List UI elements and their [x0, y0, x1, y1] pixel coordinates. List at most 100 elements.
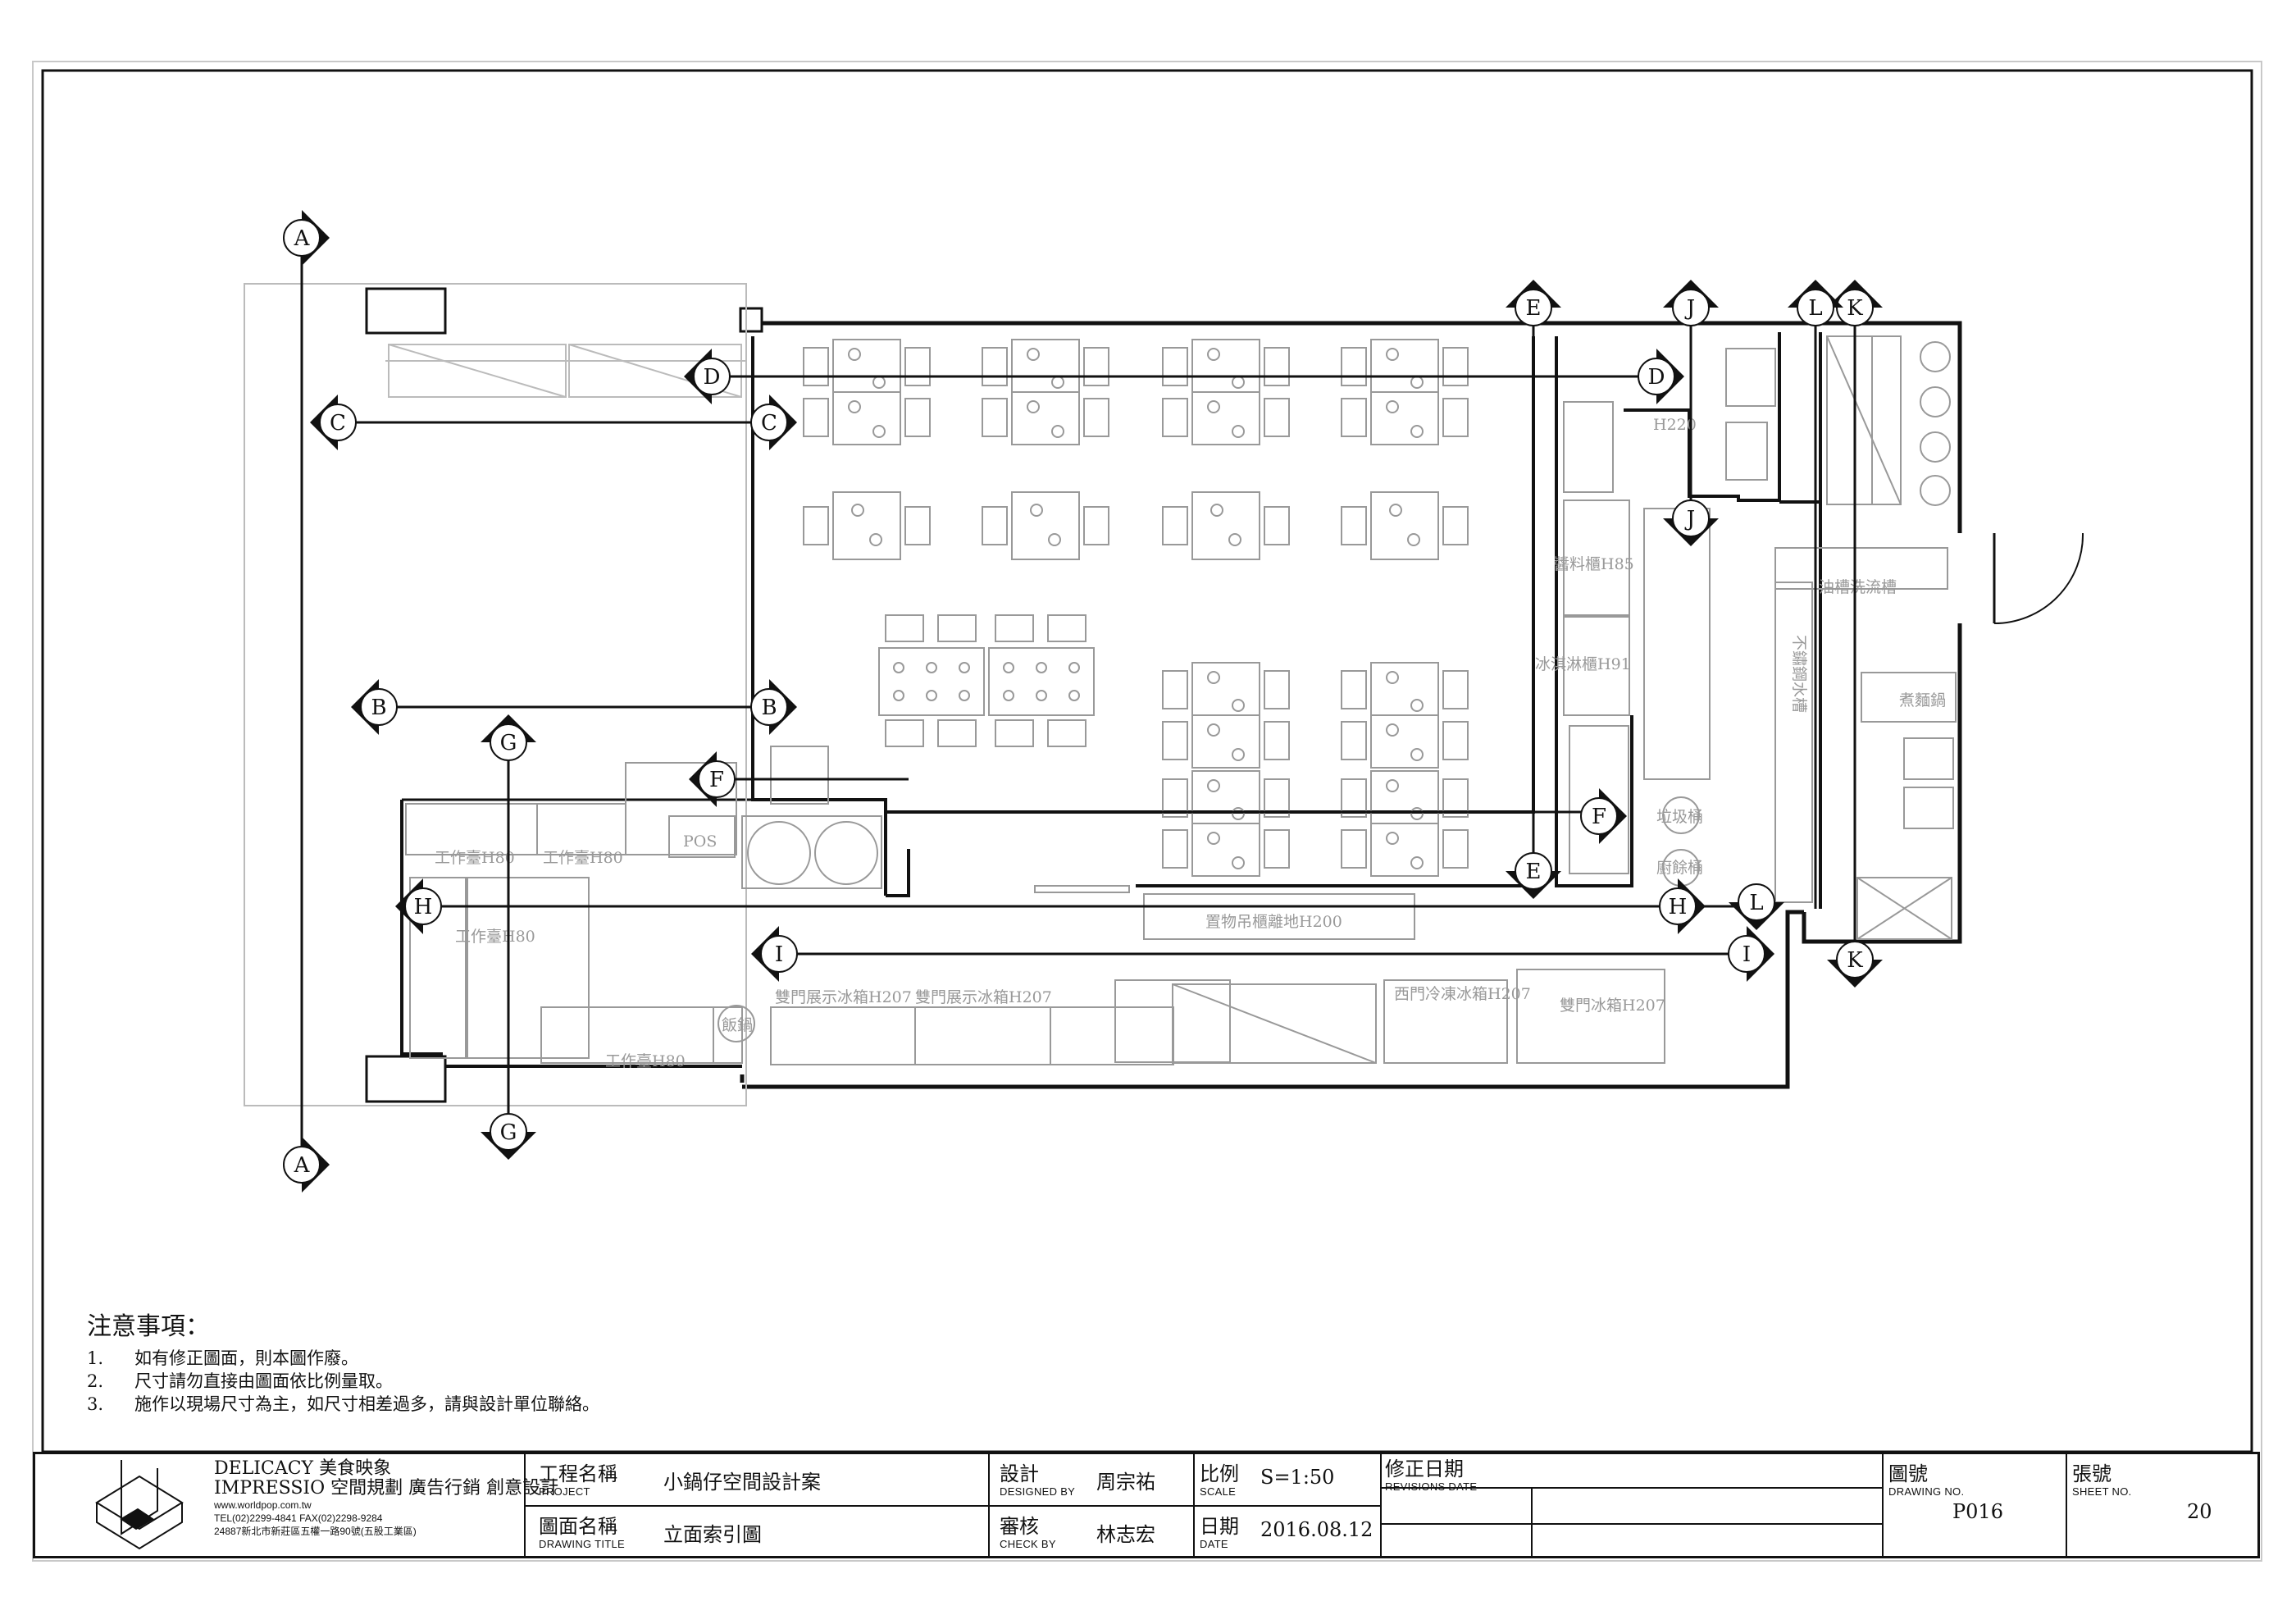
- company-address: 24887新北市新莊區五權一路90號(五股工業區): [214, 1526, 417, 1537]
- company-tel: TEL(02)2299-4841 FAX(02)2298-9284: [214, 1512, 383, 1524]
- svg-text:B: B: [371, 696, 386, 720]
- dining-table: [1341, 662, 1469, 769]
- drawing-title-value: 立面索引圖: [663, 1523, 762, 1546]
- room-label-restroom: H220: [1653, 416, 1697, 434]
- section-marker-b: B: [351, 679, 398, 735]
- room-label-workbench-3: 工作臺H80: [455, 928, 535, 946]
- section-marker-h: H: [1659, 878, 1706, 934]
- scale-value: S=1:50: [1260, 1466, 1335, 1489]
- dining-table: [878, 614, 985, 747]
- note-item: 3.施作以現場尺寸為主，如尺寸相差過多，請與設計單位聯絡。: [87, 1394, 599, 1414]
- section-marker-l: L: [1729, 883, 1784, 930]
- room-label-rice-cooker: 飯鍋: [722, 1016, 753, 1034]
- company-web: www.worldpop.com.tw: [214, 1499, 312, 1511]
- svg-text:K: K: [1847, 948, 1863, 973]
- room-label-workbench-4: 工作臺H80: [605, 1052, 686, 1070]
- note-item: 1.如有修正圖面，則本圖作廢。: [87, 1348, 358, 1368]
- drawing-no-value: P016: [1952, 1500, 2003, 1523]
- note-item: 2.尺寸請勿直接由圖面依比例量取。: [87, 1371, 393, 1391]
- svg-text:I: I: [1742, 942, 1751, 967]
- company-info: DELICACY 美食映象 IMPRESSIO 空間規劃 廣告行銷 創意設計 w…: [214, 1459, 558, 1538]
- dining-table: [1162, 770, 1290, 877]
- section-marker-e: E: [1506, 280, 1561, 326]
- room-label-workbench-2: 工作臺H80: [543, 849, 623, 867]
- dining-table: [988, 614, 1095, 747]
- exterior-walls: [740, 321, 2084, 1089]
- svg-text:F: F: [709, 768, 724, 792]
- svg-text:F: F: [1592, 805, 1606, 829]
- svg-text:B: B: [761, 696, 777, 720]
- dining-table: [1162, 662, 1290, 769]
- section-marker-d: D: [684, 349, 731, 404]
- dining-tables: [803, 339, 1469, 877]
- room-label-pos: POS: [683, 833, 717, 851]
- svg-text:A: A: [294, 226, 311, 251]
- section-marker-c: C: [310, 395, 357, 450]
- section-marker-k: K: [1827, 280, 1883, 326]
- svg-text:G: G: [500, 1120, 517, 1145]
- section-marker-k: K: [1827, 941, 1883, 988]
- dining-table: [1341, 339, 1469, 445]
- svg-text:G: G: [500, 731, 517, 755]
- section-marker-f: F: [1580, 788, 1627, 844]
- dining-table: [1162, 339, 1290, 445]
- room-label-steel-sink: 不鏽鋼水槽: [1790, 635, 1808, 713]
- svg-text:L: L: [1808, 296, 1822, 321]
- dining-table: [1341, 770, 1469, 877]
- svg-text:D: D: [704, 365, 721, 390]
- dining-table: [1162, 491, 1290, 560]
- room-label-icecream-cabinet: 冰淇淋櫃H91: [1535, 655, 1631, 673]
- svg-text:J: J: [1684, 296, 1695, 321]
- section-marker-c: C: [750, 395, 797, 450]
- title-block: DELICACY 美食映象 IMPRESSIO 空間規劃 廣告行銷 創意設計 w…: [33, 1452, 2260, 1558]
- room-label-trash-2: 廚餘桶: [1656, 858, 1703, 877]
- storefront-outline: [244, 283, 747, 1106]
- svg-text:I: I: [775, 942, 783, 967]
- svg-text:J: J: [1684, 507, 1695, 531]
- dining-table: [803, 491, 931, 560]
- room-label-workbench-1: 工作臺H80: [435, 849, 515, 867]
- dining-table: [803, 339, 931, 445]
- company-name: DELICACY 美食映象: [214, 1458, 392, 1479]
- notes-title: 注意事項：: [87, 1312, 210, 1341]
- svg-text:H: H: [414, 895, 433, 919]
- project-value: 小鍋仔空間設計案: [663, 1471, 821, 1494]
- svg-text:D: D: [1648, 365, 1665, 390]
- section-marker-i: I: [751, 926, 798, 982]
- company-tagline: IMPRESSIO 空間規劃 廣告行銷 創意設計: [214, 1478, 559, 1499]
- svg-text:A: A: [294, 1153, 311, 1178]
- room-label-trash-1: 垃圾桶: [1656, 808, 1703, 826]
- section-marker-b: B: [750, 679, 797, 735]
- section-marker-d: D: [1638, 349, 1684, 404]
- section-marker-e: E: [1506, 852, 1561, 899]
- room-label-fridge-3: 西門冷凍冰箱H207: [1394, 985, 1531, 1003]
- svg-text:E: E: [1526, 860, 1542, 884]
- svg-text:C: C: [761, 411, 777, 436]
- section-marker-i: I: [1728, 926, 1774, 982]
- svg-text:L: L: [1749, 891, 1763, 915]
- dining-table: [1341, 491, 1469, 560]
- kitchen-equipment: [405, 335, 1957, 1065]
- company-logo: [95, 1460, 184, 1550]
- section-marker-g: G: [481, 1113, 536, 1160]
- room-label-grease-sink: 油槽洗流槽: [1819, 578, 1897, 596]
- designed-by-value: 周宗祐: [1096, 1471, 1155, 1494]
- svg-text:K: K: [1847, 296, 1863, 321]
- svg-text:H: H: [1669, 895, 1688, 919]
- svg-text:C: C: [330, 411, 346, 436]
- room-label-sauce-cabinet: 醬料櫃H85: [1554, 555, 1634, 573]
- room-label-fridge-2: 雙門展示冰箱H207: [915, 988, 1052, 1006]
- date-value: 2016.08.12: [1260, 1518, 1374, 1541]
- section-marker-a: A: [283, 1137, 330, 1193]
- section-marker-l: L: [1788, 280, 1843, 326]
- columns: [365, 287, 763, 1103]
